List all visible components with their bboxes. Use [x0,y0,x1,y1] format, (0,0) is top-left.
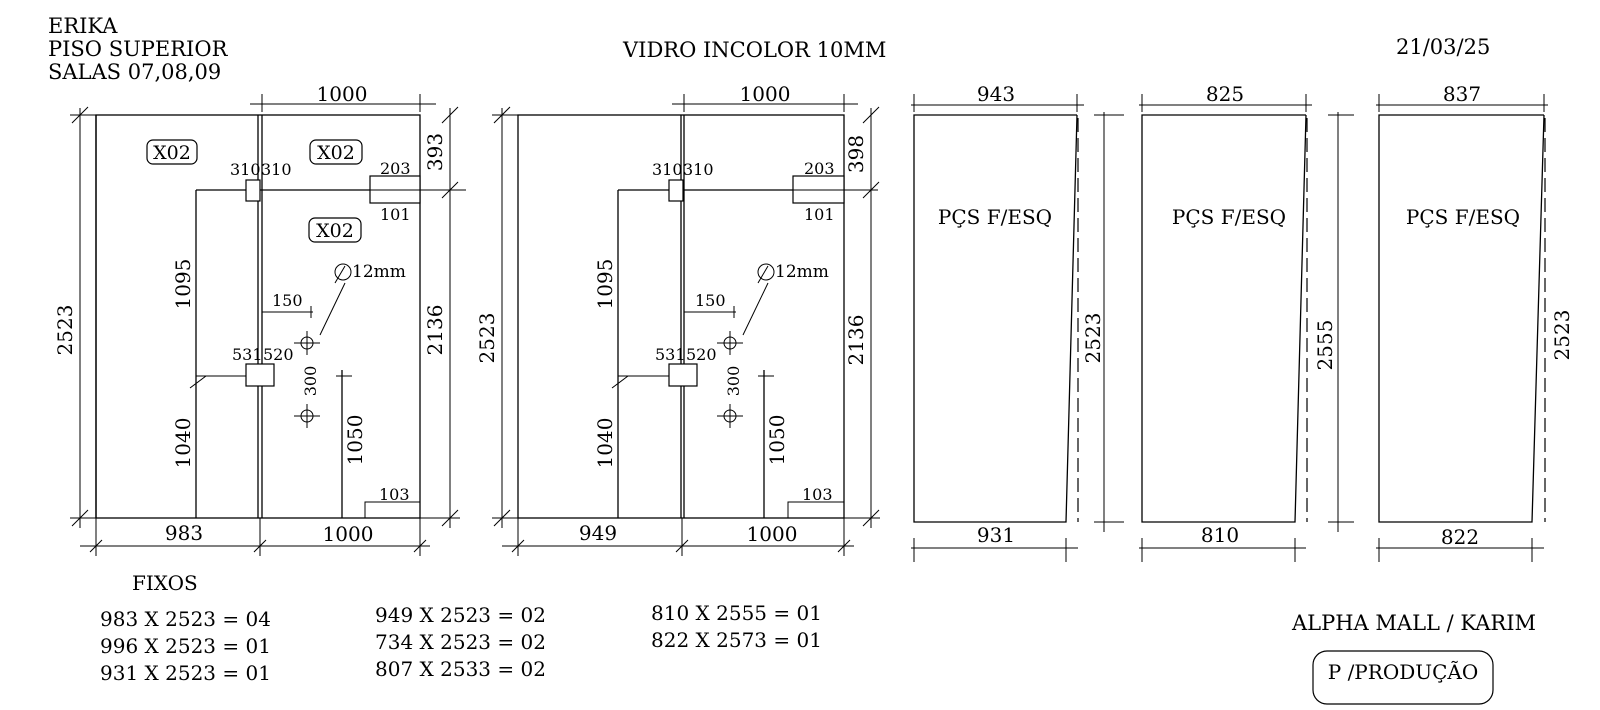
panel-2-bottom-right: 1000 [747,522,798,546]
header-line-3: SALAS 07,08,09 [48,60,221,84]
trapezoid-3-top: 837 [1443,82,1481,106]
panel-2-hinge-top-left: 310 [652,160,683,179]
client-name: ALPHA MALL / KARIM [1291,611,1536,635]
panel-2-left-upper: 1095 [593,259,617,310]
panel-1-dim-right-top: 393 [423,133,447,171]
fixos-col2-row1: 949 X 2523 = 02 [375,603,546,627]
production-stamp [1312,650,1494,705]
fixos-title: FIXOS [132,571,198,595]
fixos-col3-row1: 810 X 2555 = 01 [651,601,822,625]
panel-2-clamp-bottom: 103 [802,485,833,504]
glass-type: VIDRO INCOLOR 10MM [622,38,886,62]
panel-2-hinge-mid-right: 520 [686,345,717,364]
header-line-2: PISO SUPERIOR [48,37,229,61]
fixos-col2-row2: 734 X 2523 = 02 [375,630,546,654]
trapezoid-3-label: PÇS F/ESQ [1406,205,1520,229]
panel-2-height-total: 2523 [475,313,499,364]
panel-1-tag-1-text: X02 [153,142,191,164]
fixos-col3-row2: 822 X 2573 = 01 [651,628,822,652]
trapezoid-3: 837 822 2523 PÇS F/ESQ [1376,82,1574,562]
fixos-col1-row1: 983 X 2523 = 04 [100,607,271,631]
panel-2-right-lower: 1050 [765,415,789,466]
trapezoid-3-bottom: 822 [1441,525,1479,549]
panel-2-width-top: 1000 [740,82,791,106]
panel-1-hole-spacing: 300 [301,366,320,397]
trapezoid-2-top: 825 [1206,82,1244,106]
panel-2-hole-spacing: 300 [724,366,743,397]
panel-2: 1000 2523 398 2136 1095 1040 1050 949 10… [475,82,880,556]
panel-2-left-lower: 1040 [593,418,617,469]
panel-1-hole-lower [294,404,320,428]
panel-1-height-total: 2523 [53,305,77,356]
panel-1-bottom-left: 983 [165,521,203,545]
panel-2-hinge-top [668,179,684,202]
header-line-1: ERIKA [48,14,118,38]
panel-2-hinge-top-right: 310 [683,160,714,179]
trapezoid-1-bottom: 931 [977,523,1015,547]
panel-2-hinge-mid [668,363,698,387]
panel-1-hole-upper [294,331,320,355]
panel-1-tag-2-text: X02 [317,142,355,164]
panel-1-tag-1 [146,139,198,165]
panel-1-tag-2 [309,139,363,165]
panel-2-hole-diameter: 12mm [775,262,829,282]
trapezoid-3-height: 2523 [1550,310,1574,361]
panel-1-clamp-top: 203 [380,159,411,178]
panel-1-left-lower: 1040 [171,418,195,469]
panel-1-width-top: 1000 [317,82,368,106]
panel-1-hole-diameter: 12mm [352,262,406,282]
fixos-col1-row2: 996 X 2523 = 01 [100,634,271,658]
panel-1-hinge-mid-right: 520 [263,345,294,364]
panel-2-clamp-top: 203 [804,159,835,178]
panel-1-hinge-top [245,179,261,202]
panel-2-hole-upper [717,331,743,355]
trapezoid-1-height: 2523 [1081,313,1105,364]
panel-1-dim-right: 2136 [423,305,447,356]
panel-2-clamp-mid: 101 [804,205,835,224]
trapezoid-2-height: 2555 [1313,320,1337,371]
drawing-date: 21/03/25 [1396,35,1490,59]
panel-1-hinge-top-right: 310 [261,160,292,179]
production-stamp-text: P /PRODUÇÃO [1328,660,1479,684]
panel-2-hole-lower [717,404,743,428]
panel-1-clamp-bottom: 103 [379,485,410,504]
panel-1-hole-offset: 150 [272,291,303,310]
panel-2-bottom-left: 949 [579,521,617,545]
trapezoid-2-label: PÇS F/ESQ [1172,205,1286,229]
trapezoid-1-label: PÇS F/ESQ [938,205,1052,229]
panel-1: X02 X02 X02 1000 2523 393 2136 1095 1040… [53,82,466,556]
panel-1-left-upper: 1095 [171,259,195,310]
trapezoid-2-bottom: 810 [1201,523,1239,547]
panel-1-bottom-right: 1000 [323,522,374,546]
panel-1-hinge-top-left: 310 [230,160,261,179]
fixos-col2-row3: 807 X 2533 = 02 [375,657,546,681]
fixos-col1-row3: 931 X 2523 = 01 [100,661,271,685]
panel-1-hinge-mid-left: 531 [232,345,263,364]
trapezoid-1-top: 943 [977,82,1015,106]
panel-1-clamp-mid: 101 [380,205,411,224]
panel-1-tag-3 [308,217,362,243]
panel-2-dim-right-top: 398 [844,135,868,173]
trapezoid-2: 825 810 2555 PÇS F/ESQ [1139,82,1354,562]
panel-1-hinge-mid [245,363,275,387]
panel-1-right-lower: 1050 [343,415,367,466]
panel-2-hole-offset: 150 [695,291,726,310]
panel-2-hinge-mid-left: 531 [655,345,686,364]
panel-2-dim-right: 2136 [844,315,868,366]
trapezoid-1: 943 931 2523 PÇS F/ESQ [911,82,1124,562]
panel-1-tag-3-text: X02 [316,220,354,242]
